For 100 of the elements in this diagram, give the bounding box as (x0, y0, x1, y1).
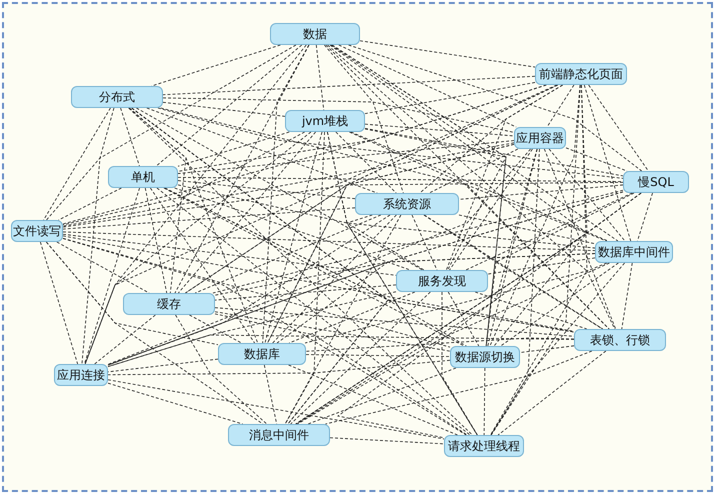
node-label: 前端静态化页面 (539, 66, 623, 82)
connector-line (156, 44, 302, 166)
connector-line (108, 214, 390, 366)
connector-line (584, 84, 632, 242)
connector-line (151, 44, 281, 86)
connector-line (412, 214, 438, 270)
topic-box (396, 270, 488, 292)
topic-box (623, 171, 689, 193)
connector-line (108, 191, 624, 366)
connector-line (144, 188, 168, 294)
connector-line (335, 132, 397, 194)
connector-line (546, 84, 574, 128)
connector-line (308, 368, 456, 424)
connector-line (189, 314, 242, 344)
topic-box (355, 193, 459, 215)
connector-line (490, 84, 581, 436)
connector-line (350, 132, 608, 242)
node-label: jvm堆栈 (302, 112, 348, 130)
connector-line (43, 108, 111, 220)
connector-line (150, 188, 255, 344)
connector-line (544, 148, 616, 330)
connector-line (194, 214, 382, 294)
connector-line (82, 108, 114, 364)
topic-box (535, 63, 627, 85)
connector-line (62, 234, 396, 276)
connector-line (164, 188, 464, 346)
connector-line (58, 188, 122, 220)
connector-line (490, 262, 625, 436)
connector-line (566, 147, 628, 172)
node-label: 数据 (303, 26, 327, 42)
connector-line (84, 132, 312, 364)
node-label: 数据库 (244, 346, 280, 362)
connector-line (348, 44, 642, 172)
connector-line (297, 262, 610, 424)
connector-line (424, 214, 604, 330)
connector-line (346, 214, 478, 436)
connector-line (458, 214, 596, 244)
node-label: 缓存 (157, 296, 181, 312)
connector-line (364, 128, 624, 176)
connector-line (330, 44, 618, 242)
connector-line (62, 235, 574, 332)
connector-line (108, 148, 531, 365)
connector-line (158, 108, 624, 179)
connector-line (178, 132, 316, 294)
node-label: 数据库中间件 (598, 244, 670, 260)
topic-box (108, 166, 178, 188)
topic-box (450, 346, 520, 368)
connector-line (108, 379, 444, 440)
connector-line (156, 188, 470, 436)
topic-box (218, 343, 306, 365)
connector-line (267, 84, 558, 344)
connector-line (338, 44, 517, 128)
connector-line (214, 307, 574, 337)
connector-line (62, 232, 596, 252)
connector-line (62, 142, 514, 227)
connector-line (128, 108, 473, 436)
connector-line (178, 140, 514, 174)
connector-line (500, 262, 619, 346)
node-label: 应用连接 (57, 366, 105, 384)
connector-line (304, 262, 608, 344)
connector-line (62, 238, 450, 348)
connector-line (428, 148, 518, 194)
connector-line (178, 132, 290, 167)
connector-line (164, 188, 389, 424)
connector-line (62, 84, 547, 224)
connector-line (316, 44, 324, 110)
connector-line (326, 132, 478, 436)
connector-line (442, 292, 478, 436)
connector-line (174, 188, 411, 270)
connector-line (326, 44, 610, 330)
connector-line (162, 76, 536, 96)
topic-box (574, 329, 666, 351)
connector-line (214, 311, 450, 352)
connector-line (267, 144, 514, 344)
topic-box (228, 424, 330, 446)
connector-line (495, 192, 634, 330)
connector-line (449, 148, 533, 270)
connector-line (178, 176, 624, 182)
connector-line (588, 84, 649, 172)
connector-line (498, 350, 606, 436)
connector-line (325, 350, 592, 424)
connector-line (264, 364, 278, 424)
connector-line (324, 44, 404, 194)
topic-box (285, 110, 365, 132)
node-label: 慢SQL (638, 174, 674, 190)
node-label: 服务发现 (418, 272, 466, 290)
connector-line (332, 44, 506, 346)
connector-line (360, 40, 536, 68)
connector-line (178, 180, 356, 200)
topic-box (71, 86, 163, 108)
node-label: 消息中间件 (249, 426, 309, 444)
connector-line (272, 214, 397, 344)
connector-line (446, 84, 564, 270)
connector-line (129, 108, 258, 344)
connector-line (94, 314, 156, 364)
connector-line (108, 360, 450, 376)
connector-line (162, 98, 514, 133)
connector-line (520, 345, 574, 353)
connector-line (136, 108, 423, 270)
connector-line (108, 291, 396, 368)
